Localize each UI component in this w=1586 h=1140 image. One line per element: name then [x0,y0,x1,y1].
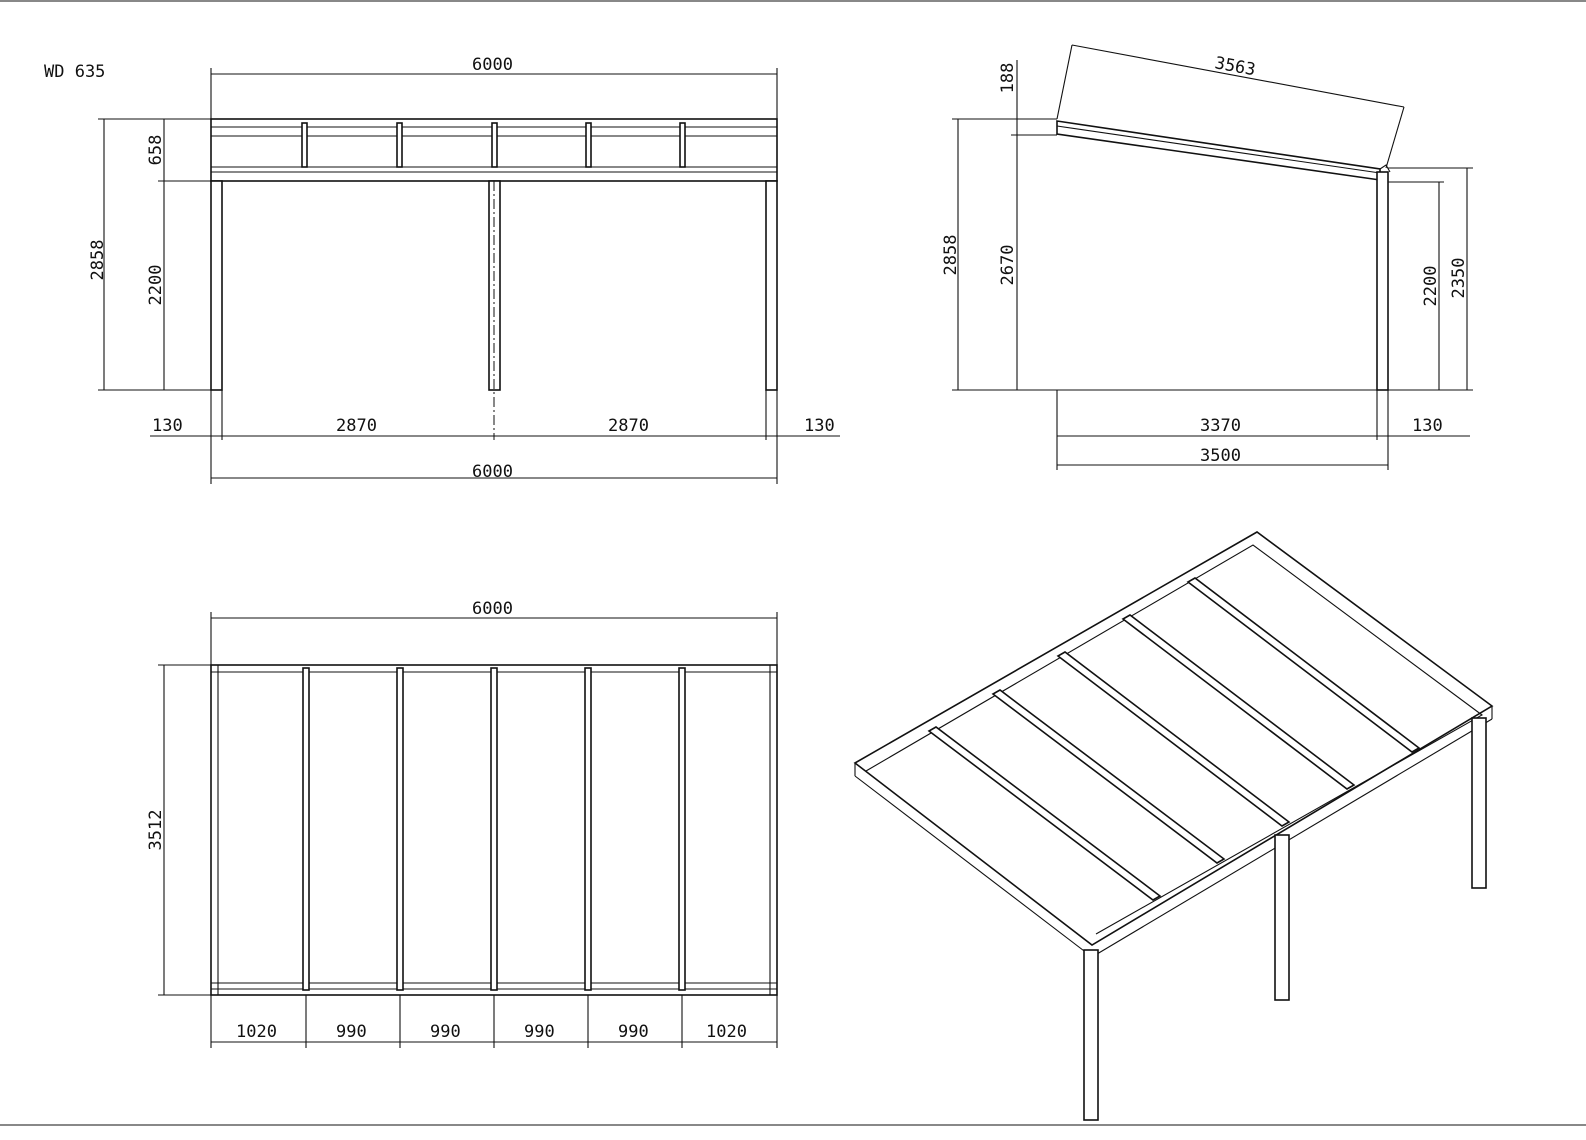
side-front-clear-label: 2200 [1421,266,1441,307]
plan-spacing-1: 1020 [236,1022,277,1042]
isometric-view [853,531,1494,1121]
front-clear-height-label: 2200 [146,265,166,306]
side-gutter-drop-label: 188 [998,63,1018,94]
plan-rafters [302,667,686,991]
iso-post-front-right [1471,717,1487,889]
front-roof-height-label: 658 [146,135,166,166]
front-rafters [301,122,686,168]
side-post [1376,171,1389,391]
side-front-total-label: 2350 [1449,258,1469,299]
front-post-right [765,180,778,391]
side-front-overhang-label: 130 [1412,416,1443,436]
plan-depth-label: 3512 [146,810,166,851]
side-depth-total-label: 3500 [1200,446,1241,466]
plan-spacing-3: 990 [430,1022,461,1042]
side-wall-height-label: 2670 [998,245,1018,286]
side-view: 3563 188 2858 2670 2200 2350 3370 130 35… [941,44,1473,470]
front-bay-left-label: 2870 [336,416,377,436]
iso-post-front-middle [1274,834,1290,1001]
plan-spacing-5: 990 [618,1022,649,1042]
plan-width-label: 6000 [472,599,513,619]
iso-rafters [927,577,1421,901]
side-height-label: 2858 [941,235,961,276]
side-roof-length-label: 3563 [1213,53,1257,80]
front-bay-right-label: 2870 [608,416,649,436]
model-label: WD 635 [44,62,105,82]
front-width-top-label: 6000 [472,55,513,75]
front-overhang-right-label: 130 [804,416,835,436]
side-depth-inner-label: 3370 [1200,416,1241,436]
front-overhang-left-label: 130 [152,416,183,436]
plan-spacing-2: 990 [336,1022,367,1042]
front-view: 6000 2858 658 2200 130 2870 2870 130 600… [88,55,840,484]
front-post-left [210,180,223,391]
side-roof [1056,120,1381,181]
plan-spacing-4: 990 [524,1022,555,1042]
front-width-bottom-label: 6000 [472,462,513,482]
iso-post-front-left [1083,949,1099,1121]
plan-spacing-6: 1020 [706,1022,747,1042]
plan-view: 6000 3512 1020 990 990 990 990 1020 [146,599,778,1048]
front-height-label: 2858 [88,240,108,281]
